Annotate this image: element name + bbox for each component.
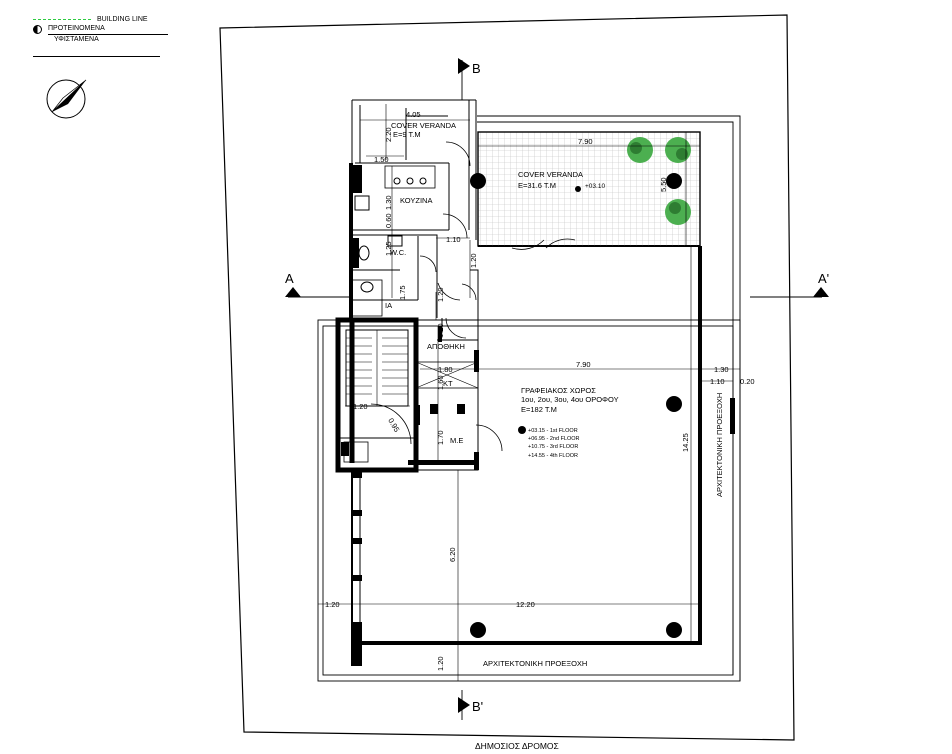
veranda-small-area: E=9 T.M — [393, 130, 421, 139]
plot-boundary — [219, 14, 795, 741]
veranda-small-label: COVER VERANDA — [391, 121, 456, 130]
section-markers — [285, 58, 829, 713]
veranda-large-area: E=31.6 T.M — [518, 181, 556, 190]
dim-1-10-kitchen: 1.10 — [446, 235, 461, 244]
shaft-label: ΚΤ — [443, 379, 453, 388]
dim-1-75: 1.75 — [398, 285, 407, 300]
dim-12-20: 12.20 — [516, 600, 535, 609]
doors — [370, 141, 576, 452]
dimension-lines — [318, 104, 740, 681]
legend-existing-label: ΥΦΙΣΤΑΜΕΝΑ — [54, 35, 99, 43]
dim-1-20-b: 1.20 — [436, 287, 445, 302]
room-labels: COVER VERANDA E=9 T.M COVER VERANDA E=31… — [385, 121, 724, 751]
dim-1-50: 1.50 — [374, 155, 389, 164]
legend-building-line-label: BUILDING LINE — [97, 15, 148, 23]
dim-2-20: 2.20 — [384, 127, 393, 142]
projection-bottom-label: ΑΡΧΙΤΕΚΤΟΝΙΚΗ ΠΡΟΕΞΟΧΗ — [483, 659, 587, 668]
office-title: ΓΡΑΦΕΙΑΚΟΣ ΧΩΡΟΣ — [521, 386, 596, 395]
storage-partial-label: ΙΑ — [385, 301, 392, 310]
floor-level-3: +10.75 - 3rd FLOOR — [528, 444, 578, 450]
section-a-left: A — [285, 271, 294, 286]
dim-1-80: 1.80 — [438, 365, 453, 374]
section-symbol-icon — [33, 24, 42, 34]
dim-1-20-bottom: 1.20 — [436, 656, 445, 671]
north-arrow-icon — [46, 79, 87, 119]
dim-1-20-bottom-left: 1.20 — [325, 600, 340, 609]
dim-1-60: 1.60 — [436, 375, 445, 390]
level-marker-icon — [518, 426, 526, 434]
section-b-bottom: B' — [472, 699, 483, 714]
veranda-level-marker-icon — [575, 186, 581, 192]
dim-14-25: 14.25 — [681, 433, 690, 452]
floor-level-1: +03.15 - 1st FLOOR — [528, 428, 578, 434]
office-floors: 1ου, 2ου, 3ου, 4ου ΟΡΟΦΟΥ — [521, 395, 619, 404]
projection-right-label: ΑΡΧΙΤΕΚΤΟΝΙΚΗ ΠΡΟΕΞΟΧΗ — [715, 393, 724, 497]
dim-0-95: 0.95 — [386, 417, 401, 434]
dim-0-60: 0.60 — [384, 213, 393, 228]
legend-proposed: ΠΡΟΤΕΙΝΟΜΕΝΑ — [33, 24, 168, 35]
legend: BUILDING LINE ΠΡΟΤΕΙΝΟΜΕΝΑ ΥΦΙΣΤΑΜΕΝΑ — [33, 14, 168, 57]
kitchen-fixtures — [351, 165, 436, 317]
legend-divider — [33, 56, 160, 57]
dim-1-30-right: 1.30 — [714, 365, 729, 374]
legend-existing: ΥΦΙΣΤΑΜΕΝΑ — [33, 34, 168, 44]
dim-1-30-left: 1.30 — [384, 195, 393, 210]
dim-1-20-a: 1.20 — [469, 253, 478, 268]
dim-4-05: 4.05 — [406, 110, 421, 119]
office-area: E=182 T.M — [521, 405, 557, 414]
exterior-walls — [349, 245, 702, 655]
kitchen-label: ΚΟΥΖΙΝΑ — [400, 196, 432, 205]
floor-level-4: +14.55 - 4th FLOOR — [528, 453, 578, 459]
floor-levels: +03.15 - 1st FLOOR +06.95 - 2nd FLOOR +1… — [518, 426, 580, 459]
columns — [470, 173, 682, 638]
dim-5-50: 5.50 — [659, 177, 668, 192]
dim-0-20: 0.20 — [740, 377, 755, 386]
left-windows — [351, 398, 735, 666]
dim-7-90-top: 7.90 — [578, 137, 593, 146]
building-line-swatch — [33, 18, 91, 20]
dim-1-70: 1.70 — [436, 430, 445, 445]
dim-1-20-stair: 1.20 — [353, 402, 368, 411]
floor-level-2: +06.95 - 2nd FLOOR — [528, 436, 580, 442]
dim-1-25: 1.25 — [384, 241, 393, 256]
legend-proposed-label: ΠΡΟΤΕΙΝΟΜΕΝΑ — [48, 24, 168, 35]
dim-1-10-right: 1.10 — [710, 377, 725, 386]
veranda-level: +03.10 — [585, 183, 605, 190]
me-label: M.E — [450, 436, 463, 445]
section-b-top: B — [472, 61, 481, 76]
projection-outline — [317, 115, 741, 682]
dim-7-90-mid: 7.90 — [576, 360, 591, 369]
plant-icon — [627, 137, 691, 225]
storage-label: ΑΠΟΘΗΚΗ — [427, 342, 465, 351]
dim-1-20-c: 1.20 — [436, 323, 445, 338]
road-label: ΔΗΜΟΣΙΟΣ ΔΡΟΜΟΣ — [475, 741, 559, 751]
section-a-right: A' — [818, 271, 829, 286]
legend-building-line: BUILDING LINE — [33, 14, 168, 24]
veranda-large — [477, 131, 701, 247]
stair-core — [335, 317, 479, 473]
wc-label: W.C. — [390, 248, 406, 257]
dim-6-20: 6.20 — [448, 547, 457, 562]
veranda-large-label: COVER VERANDA — [518, 170, 583, 179]
